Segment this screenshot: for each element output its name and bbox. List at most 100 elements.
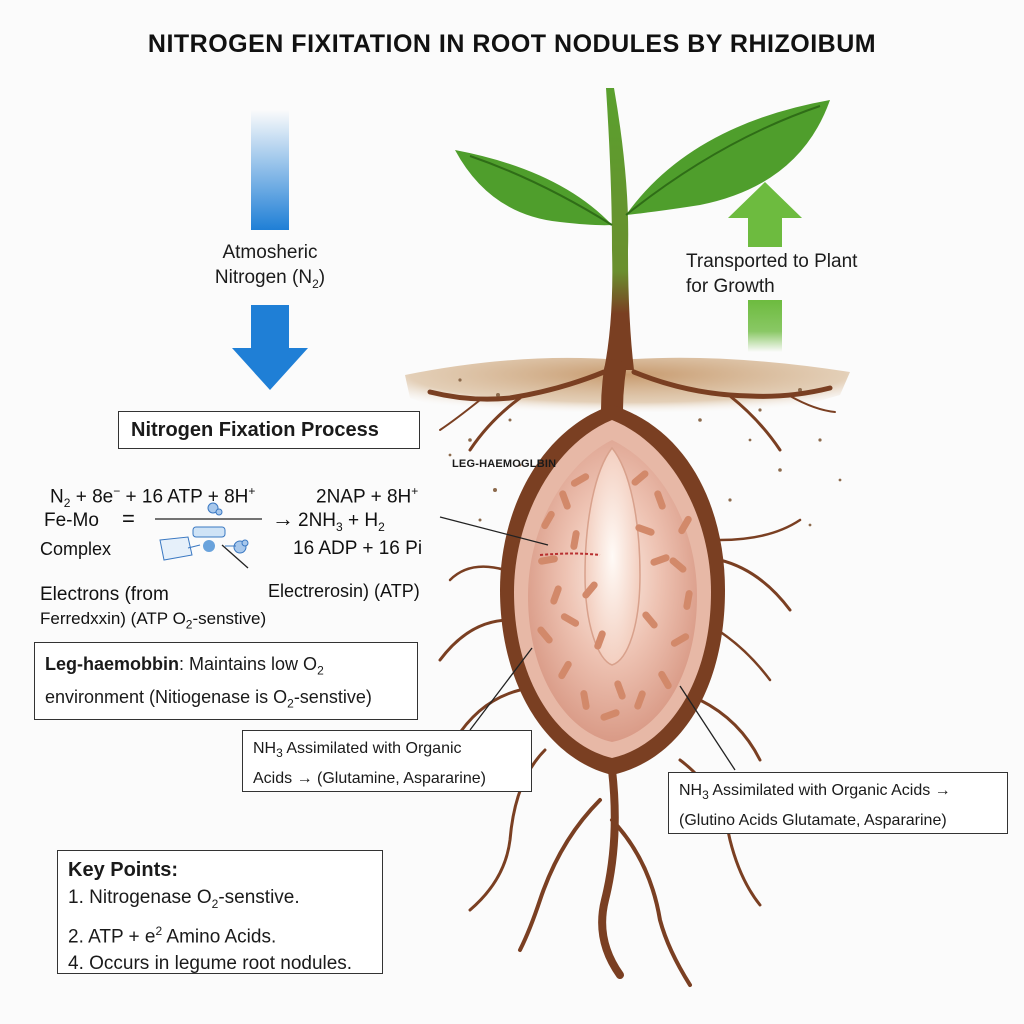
electrons-line2: Ferredxxin) (ATP O2-senstive) [40,606,266,637]
atmospheric-line1: Atmosheric [222,242,318,263]
nodule-core [584,446,641,666]
leaves [455,100,830,226]
transport-label: Transported to Plant for Growth [686,249,857,299]
complex-label: Complex [40,539,112,559]
kp2-suffix: Amino Acids. [162,926,277,948]
bacteroid [537,626,553,644]
bacteroid [631,470,649,486]
bacteroid [538,555,558,565]
eq-rhs1-sup: + [411,484,419,498]
assimilation-box-left: NH3 Assimilated with Organic Acids → (Gl… [242,730,532,792]
kp2-text: 2. ATP + e [68,926,156,948]
atmo-text: Nitrogen (N [214,267,313,288]
kp2-sup: 2 [155,923,163,938]
eq-h2: + H [342,510,379,531]
bacteroids [537,470,693,721]
leg-box-line2: environment (Nitiogenase is O2-senstive) [45,684,407,717]
atmospheric-nitrogen-label: Atmosheric Nitrogen (N2) [205,240,335,297]
transport-line1: Transported to Plant [686,251,858,272]
eq-nh-sub: 3 [336,519,343,534]
bacteroid [558,660,572,680]
equals-sign: = [122,506,135,531]
fe-mo-label: Fe-Mo [44,510,99,531]
electrons-suffix: -senstive) [192,609,267,628]
leg-box-term: Leg-haemobbin [45,654,179,674]
bacteroid [635,524,655,536]
key-points-box: Key Points: 1. Nitrogenase O2-senstive. … [57,850,383,974]
fe-mo-complex-icon [155,502,262,561]
diagram-title: NITROGEN FIXITATION IN ROOT NODULES BY R… [147,30,877,58]
leg-box-text: : Maintains low O [179,654,318,674]
atmo-sub: 2 [312,276,319,291]
electrerosin-label: Electrerosin) (ATP) [268,581,420,601]
bacteroid [550,585,562,605]
leg-box-line2-sub: 2 [287,696,294,711]
electrons-line1: Electrons (from [40,584,169,605]
leg-box-line2-suffix: -senstive) [293,686,372,707]
eq-e: + 8e [70,486,114,508]
leg-haemoglobin-label: LEG-HAEMOGLBIN [452,458,557,470]
eq-n-sub: 2 [63,496,71,511]
bacteroid [670,633,690,647]
assim-left-line1: NH3 Assimilated with Organic [253,736,521,766]
eq-nh: 2NH [298,510,337,531]
transport-line2: for Growth [686,276,775,297]
assim-right-text: Assimilated with Organic Acids → [708,782,951,799]
bacteroid [669,557,687,573]
equation-rhs2: 2NH3 + H2 [298,508,385,540]
assim-left-sub: 3 [276,746,283,761]
key-points-heading: Key Points: [68,859,179,881]
assimilation-box-right: NH3 Assimilated with Organic Acids → (Gl… [668,772,1008,834]
pointer-lines [221,516,736,771]
reaction-arrow: → [272,506,294,531]
bacteroid [559,490,571,510]
eq-h-sup: + [248,484,256,498]
assim-left-line2: Acids → (Glutamine, Aspararine) [253,770,486,788]
assim-left-nh: NH [253,740,277,757]
bacteroid [683,590,693,610]
bacteroid [600,709,620,721]
bacteroid [658,670,672,690]
eq-h2-sub: 2 [378,519,385,534]
electrons-text: Ferredxxin) (ATP O [40,609,186,628]
bacteroid [570,530,580,550]
leg-haemoglobin-box: Leg-haemobbin: Maintains low O2 environm… [34,642,418,720]
bacteroid [654,490,666,510]
process-box-label: Nitrogen Fixation Process [131,419,379,441]
equation-rhs1: 2NAP + 8H+ [316,478,418,510]
bacteroid [634,690,646,710]
equation-lhs: N2 + 8e− + 16 ATP + 8H+ [50,478,255,516]
key-point-3: 4. Occurs in legume root nodules. [68,953,353,975]
bacteroid [650,554,670,566]
transport-arrow [728,182,802,352]
kp1-suffix: -senstive. [218,887,300,908]
bacteroid [580,690,590,710]
assim-right-line1: NH3 Assimilated with Organic Acids → [679,778,997,808]
assim-left-text: Assimilated with Organic [282,740,462,757]
bacteroid [582,581,598,599]
eq-n: N [50,486,64,508]
leg-box-line2-text: environment (Nitiogenase is O [45,686,288,707]
kp1-text: 1. Nitrogenase O [68,887,212,908]
key-point-1: 1. Nitrogenase O2-senstive. [68,884,372,918]
bacteroid [678,515,692,535]
atmo-suffix: ) [318,267,326,288]
assim-right-line2: (Glutino Acids Glutamate, Aspararine) [679,812,947,830]
electrons-sub: 2 [185,617,193,632]
atmospheric-nitrogen-arrow [232,110,308,390]
plant-stem [604,88,634,370]
assim-right-sub: 3 [702,788,709,803]
nitrogen-fixation-process-box: Nitrogen Fixation Process [118,411,420,449]
eq-rhs1-text: 2NAP + 8H [316,486,412,508]
kp1-sub: 2 [211,896,219,911]
key-point-2: 2. ATP + e2 Amino Acids. [68,918,372,950]
bacteroid [594,630,606,650]
leg-box-line1: Leg-haemobbin: Maintains low O2 [45,651,407,684]
bacteroid [541,510,555,530]
bacteroid [642,611,658,629]
leg-box-sub: 2 [317,663,324,678]
eq-atp: + 16 ATP + 8H [120,486,249,508]
atmospheric-line2: Nitrogen (N2) [205,265,335,297]
bacteroid [560,613,580,627]
